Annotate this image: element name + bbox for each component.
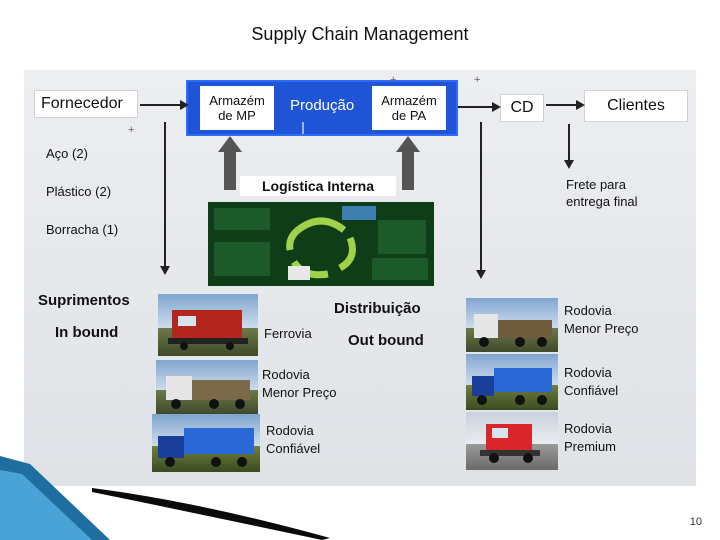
up-arrow-mp-icon xyxy=(218,136,242,190)
frete-label: Frete para entrega final xyxy=(566,176,638,210)
rodovia-premium-line2: Premium xyxy=(564,439,617,454)
armazem-mp-line1: Armazém xyxy=(209,93,265,108)
up-arrow-pa-icon xyxy=(396,136,420,190)
outbound-label: Out bound xyxy=(348,332,424,349)
rodovia-preco-right-line1: Rodovia xyxy=(564,303,612,318)
truck-reliable-image xyxy=(152,414,260,472)
arrow-down-icon xyxy=(160,266,170,275)
material-plastico: Plástico (2) xyxy=(46,184,112,199)
mode-rodovia-confiavel-left: Rodovia Confiável xyxy=(266,422,320,458)
node-cd: CD xyxy=(500,94,544,122)
arrow-head-icon xyxy=(492,102,501,112)
arrow-fornecedor-line xyxy=(140,104,182,106)
armazem-mp-line2: de MP xyxy=(218,108,256,123)
plus-marker: + xyxy=(474,74,481,86)
rodovia-preco-right-line2: Menor Preço xyxy=(564,321,639,336)
logistics-cycle-image xyxy=(208,202,434,286)
arrow-down-icon xyxy=(476,270,486,279)
node-armazem-mp: Armazém de MP xyxy=(200,86,274,130)
material-aco: Aço (2) xyxy=(46,146,88,161)
distribuicao-label: Distribuição xyxy=(334,300,421,317)
vline-left xyxy=(164,122,166,268)
rodovia-confiavel-right-line2: Confiável xyxy=(564,383,619,398)
page-title: Supply Chain Management xyxy=(251,24,469,44)
vline-right xyxy=(480,122,482,272)
node-producao: Produção xyxy=(290,97,355,114)
rodovia-preco-left-line1: Rodovia xyxy=(262,367,310,382)
node-fornecedor: Fornecedor xyxy=(34,90,138,118)
mode-ferrovia: Ferrovia xyxy=(264,326,312,341)
arrow-pa-cd-line xyxy=(458,106,494,108)
logistica-interna-label: Logística Interna xyxy=(240,176,396,196)
plus-marker: + xyxy=(128,124,135,136)
producao-tick xyxy=(302,122,304,134)
truck-cheap-image xyxy=(156,360,258,414)
armazem-pa-line2: de PA xyxy=(391,108,427,123)
page-number: 10 xyxy=(689,516,702,528)
rodovia-premium-line1: Rodovia xyxy=(564,421,612,436)
plus-marker: + xyxy=(390,74,397,86)
vline-clientes xyxy=(568,124,570,162)
inbound-label: In bound xyxy=(55,324,119,341)
arrow-down-icon xyxy=(564,160,574,169)
rodovia-preco-left-line2: Menor Preço xyxy=(262,385,337,400)
arrow-cd-clientes-line xyxy=(546,104,578,106)
armazem-pa-line1: Armazém xyxy=(381,93,437,108)
train-image xyxy=(158,294,258,356)
mode-rodovia-preco-right: Rodovia Menor Preço xyxy=(564,302,638,338)
rodovia-confiavel-right-line1: Rodovia xyxy=(564,365,612,380)
truck-premium-image xyxy=(466,412,558,470)
node-armazem-pa: Armazém de PA xyxy=(372,86,446,130)
arrow-head-icon xyxy=(576,100,585,110)
mode-rodovia-confiavel-right: Rodovia Confiável xyxy=(564,364,618,400)
mode-rodovia-preco-left: Rodovia Menor Preço xyxy=(262,366,336,402)
frete-line2: entrega final xyxy=(566,194,638,209)
frete-line1: Frete para xyxy=(566,177,626,192)
mode-rodovia-premium: Rodovia Premium xyxy=(564,420,616,456)
decorative-swoosh xyxy=(0,456,330,540)
truck-out-cheap-image xyxy=(466,298,558,352)
arrow-head-icon xyxy=(180,100,189,110)
rodovia-confiavel-left-line2: Confiável xyxy=(266,441,321,456)
node-clientes: Clientes xyxy=(584,90,688,122)
truck-out-reliable-image xyxy=(466,354,558,410)
suprimentos-label: Suprimentos xyxy=(38,292,130,309)
rodovia-confiavel-left-line1: Rodovia xyxy=(266,423,314,438)
material-borracha: Borracha (1) xyxy=(46,222,119,237)
